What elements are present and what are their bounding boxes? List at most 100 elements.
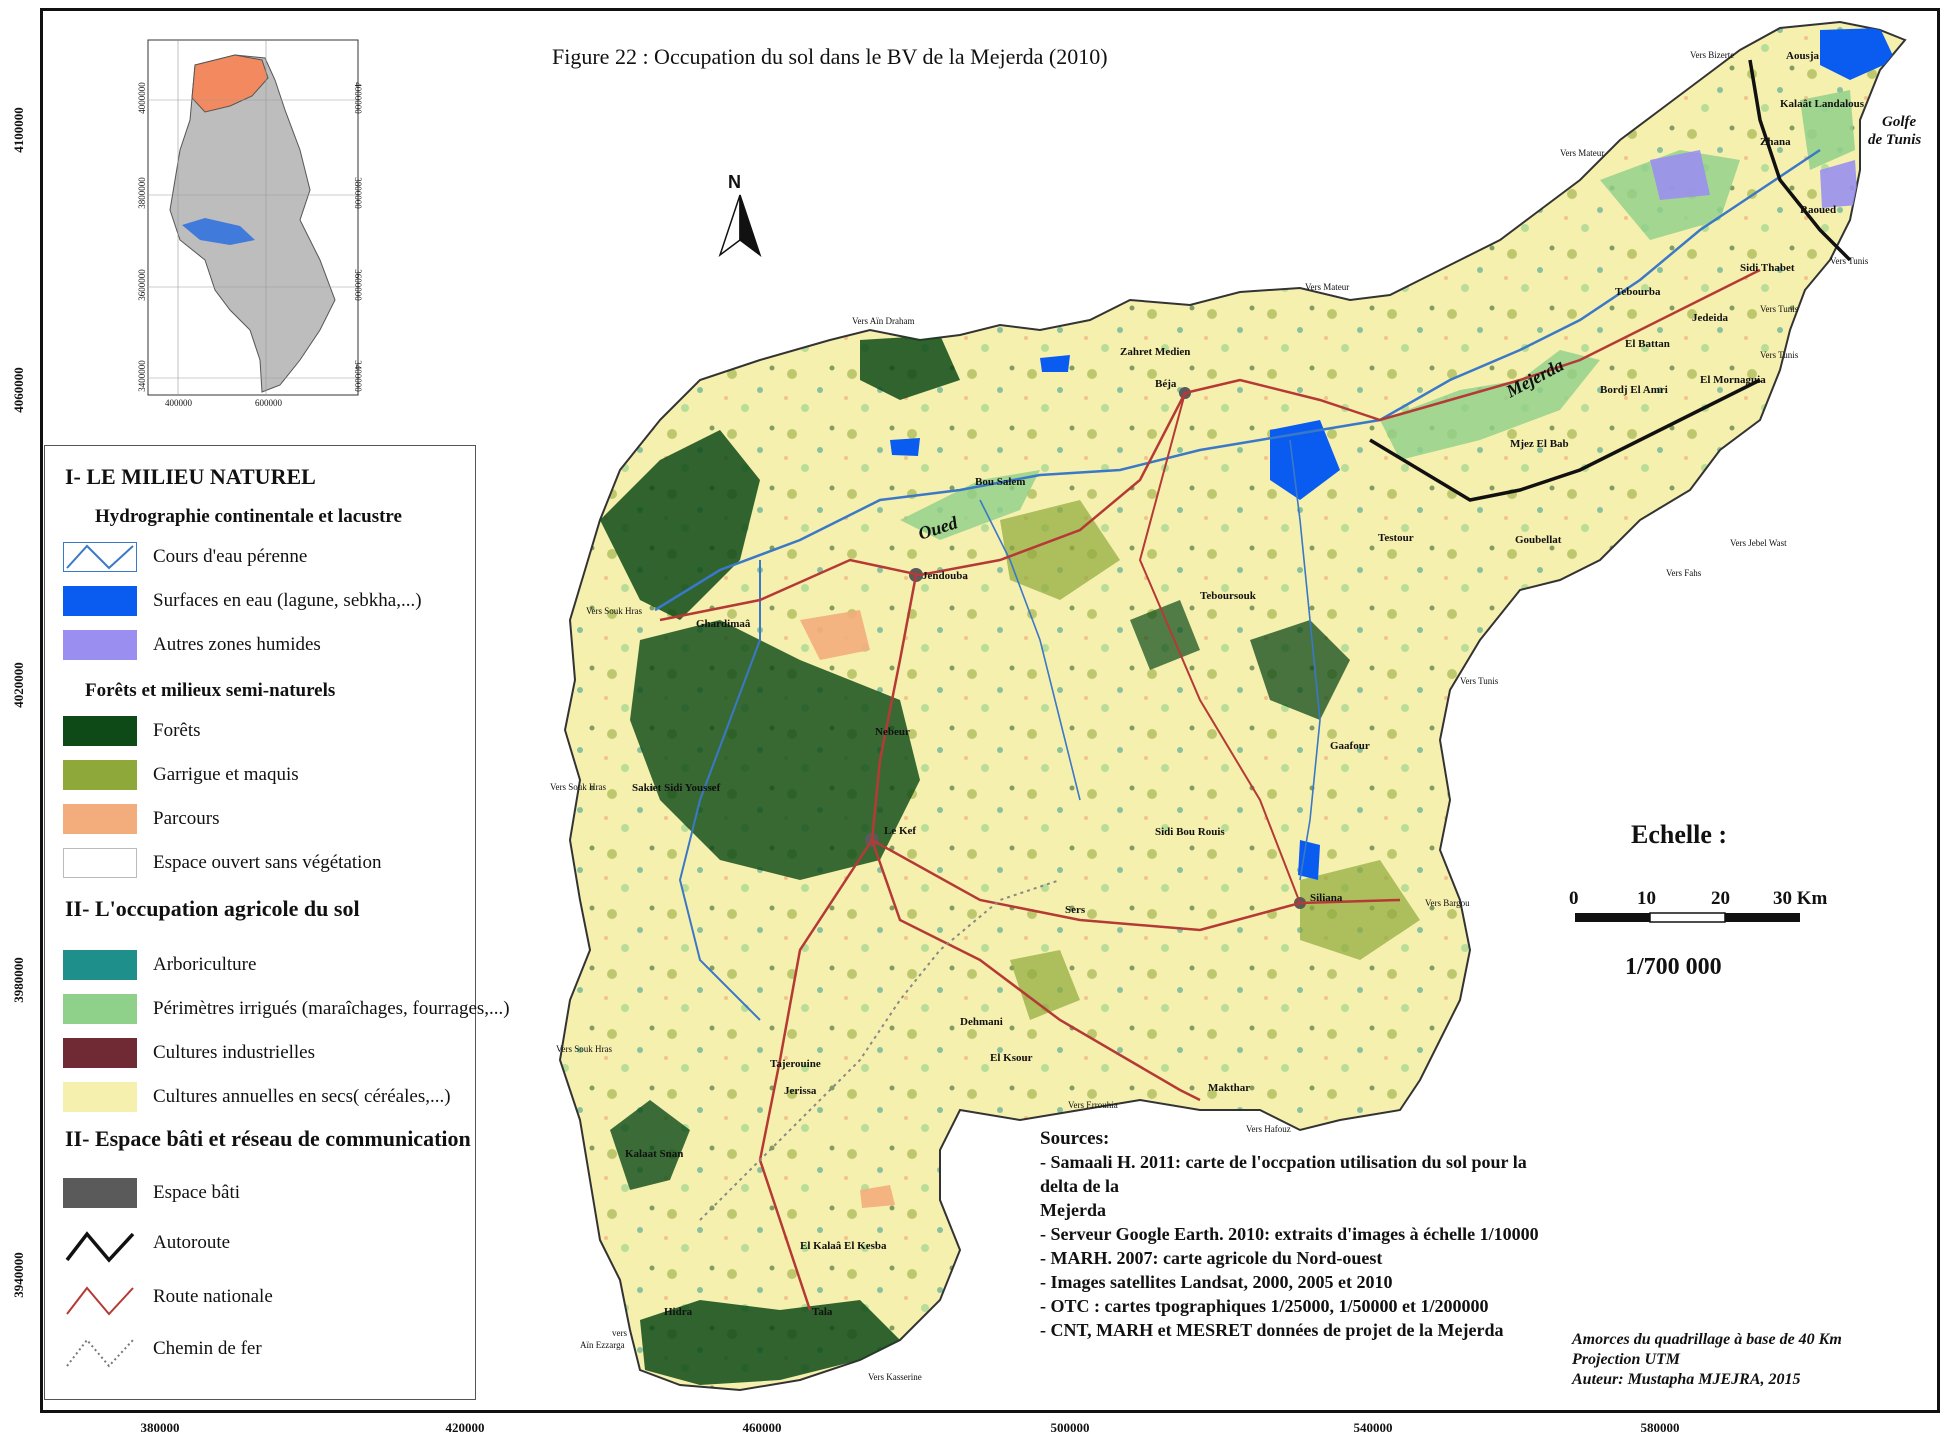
legend-label: Parcours — [153, 808, 220, 829]
place-label: Zahret Medien — [1120, 346, 1191, 358]
source-line: - Images satellites Landsat, 2000, 2005 … — [1040, 1272, 1393, 1292]
legend-label: Espace bâti — [153, 1182, 241, 1203]
motorway — [1369, 378, 1761, 502]
place-label: vers — [612, 1328, 627, 1338]
motorway — [1748, 59, 1852, 262]
place-label: Goubellat — [1515, 534, 1562, 546]
place-label: Zhana — [1760, 136, 1791, 148]
legend-label: Route nationale — [153, 1286, 273, 1307]
sources-title: Sources: — [1040, 1128, 1110, 1149]
water-body — [1298, 840, 1320, 880]
garrigue-zone — [1010, 950, 1080, 1020]
legend-swatch-built — [63, 1178, 137, 1208]
legend-swatch-forest — [63, 716, 137, 746]
legend-label: Surfaces en eau (lagune, sebkha,...) — [153, 590, 422, 611]
legend-label: Chemin de fer — [153, 1338, 262, 1359]
forest-zone — [600, 430, 760, 620]
legend-label: Arboriculture — [153, 954, 257, 975]
y-tick: 4020000 — [11, 662, 26, 708]
irrigated-zone — [1380, 350, 1600, 460]
legend-item: Garrigue et maquis — [63, 756, 473, 796]
place-label: Nebeur — [875, 726, 910, 738]
legend-label: Autoroute — [153, 1232, 231, 1253]
legend-swatch-irrigated — [63, 994, 137, 1024]
place-label: Tajerouine — [770, 1058, 821, 1070]
legend: I- LE MILIEU NATUREL Hydrographie contin… — [44, 445, 510, 1400]
legend-item: Arboriculture — [63, 946, 473, 986]
place-label: Vers Fahs — [1666, 568, 1702, 578]
legend-item: Cultures industrielles — [63, 1034, 473, 1074]
legend-item: Cours d'eau pérenne — [63, 538, 473, 578]
inset-y-tick: 3600000 — [352, 269, 363, 301]
place-label: Vers Mateur — [1305, 282, 1350, 292]
scale-label: 20 — [1711, 888, 1730, 909]
place-label: Jedeida — [1692, 312, 1729, 324]
place-label: Vers Tunis — [1760, 350, 1799, 360]
place-label: Sers — [1065, 904, 1086, 916]
legend-swatch-arboriculture — [63, 950, 137, 980]
inset-map — [147, 39, 359, 396]
legend-item: Surfaces en eau (lagune, sebkha,...) — [63, 582, 473, 622]
place-label: El Kalaâ El Kesba — [800, 1240, 887, 1252]
place-label: Sidi Thabet — [1740, 262, 1795, 274]
legend-swatch-road — [63, 1282, 137, 1316]
road-national — [659, 268, 1761, 622]
credit-line: Auteur: Mustapha MJEJRA, 2015 — [1572, 1371, 1801, 1388]
scale-block: Echelle : 0 10 20 30 Km 1/700 000 — [1555, 812, 1827, 992]
wetland-zone — [1820, 160, 1858, 208]
legend-item: Espace ouvert sans végétation — [63, 844, 473, 884]
garrigue-zone — [1300, 860, 1420, 960]
place-label: Kalaât Landalous — [1780, 98, 1865, 110]
legend-section-title: II- L'occupation agricole du sol — [65, 896, 360, 921]
legend-item: Chemin de fer — [63, 1330, 473, 1370]
inset-y-tick: 3400000 — [352, 360, 363, 392]
place-label: de Tunis — [1868, 132, 1922, 148]
y-tick: 4100000 — [11, 107, 26, 153]
legend-item: Périmètres irrigués (maraîchages, fourra… — [63, 990, 510, 1030]
y-tick: 3980000 — [11, 957, 26, 1003]
legend-swatch-industrial — [63, 1038, 137, 1068]
place-label: Sakiet Sidi Youssef — [632, 782, 721, 794]
legend-label: Cours d'eau pérenne — [153, 546, 308, 567]
place-label: Tebourba — [1615, 286, 1661, 298]
place-label: Vers Tunis — [1830, 256, 1869, 266]
legend-item: Autoroute — [63, 1224, 473, 1264]
legend-swatch-dry-crops — [63, 1082, 137, 1112]
y-tick: 3940000 — [11, 1252, 26, 1298]
place-label: Vers Souk Hras — [586, 606, 642, 616]
water-body — [1040, 355, 1070, 372]
map-frame — [40, 8, 1940, 1413]
x-tick: 460000 — [742, 1420, 782, 1435]
x-tick: 500000 — [1050, 1420, 1090, 1435]
place-label: Jendouba — [922, 570, 968, 582]
legend-section-title: I- LE MILIEU NATUREL — [65, 464, 316, 489]
legend-item: Parcours — [63, 800, 473, 840]
sources-block: Sources: - Samaali H. 2011: carte de l'o… — [1040, 1128, 1560, 1342]
place-label: Vers Bargou — [1425, 898, 1470, 908]
x-tick: 540000 — [1353, 1420, 1393, 1435]
legend-swatch-garrigue — [63, 760, 137, 790]
irrigated-zone — [1800, 90, 1855, 170]
forest-zone — [640, 1300, 900, 1385]
place-label: Vers Hafouz — [1246, 1124, 1291, 1134]
place-label: El Mornaguia — [1700, 374, 1766, 386]
place-label: Hidra — [664, 1306, 693, 1318]
inset-basin — [191, 54, 269, 113]
legend-swatch-water — [63, 586, 137, 616]
place-label: Tala — [812, 1306, 833, 1318]
legend-item: Espace bâti — [63, 1174, 473, 1214]
scale-label: 0 — [1569, 888, 1579, 909]
place-label: Vers Kasserine — [868, 1372, 922, 1382]
legend-subsection-title: Hydrographie continentale et lacustre — [95, 506, 402, 527]
source-line: - CNT, MARH et MESRET données de projet … — [1040, 1320, 1504, 1340]
place-label: Gaafour — [1330, 740, 1370, 752]
parcours-zone — [800, 610, 870, 660]
parcours-zone — [860, 1185, 895, 1208]
credit-line: Amorces du quadrillage à base de 40 Km — [1572, 1331, 1842, 1348]
inset-y-tick: 3800000 — [136, 177, 147, 209]
legend-label: Cultures annuelles en secs( céréales,...… — [153, 1086, 451, 1107]
source-line: Mejerda — [1040, 1200, 1106, 1220]
place-label: Vers Souk Hras — [550, 782, 606, 792]
legend-swatch-railway — [63, 1334, 137, 1368]
